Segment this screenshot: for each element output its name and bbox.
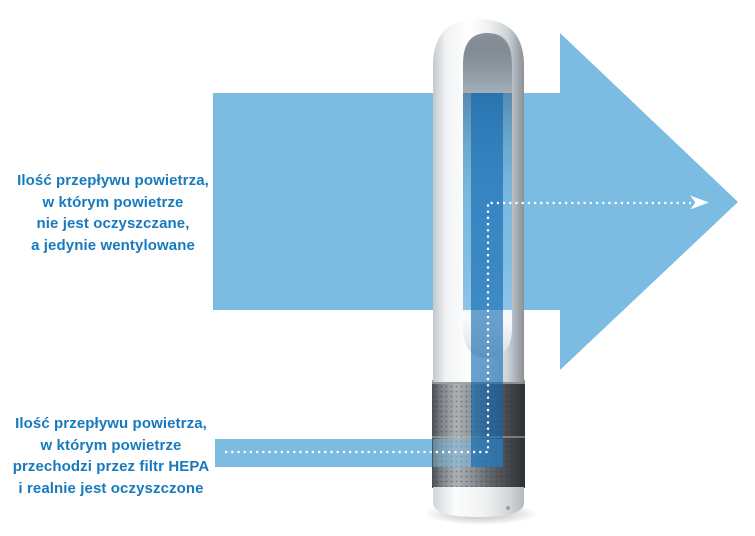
label-purified-air: Ilość przepływu powietrza, w którym powi… <box>0 413 222 499</box>
label-line: Ilość przepływu powietrza, <box>17 172 209 189</box>
label-line: a jedynie wentylowane <box>31 236 195 254</box>
device-base <box>433 487 524 517</box>
label-ventilated-air: Ilość przepływu powietrza, w którym powi… <box>2 170 224 256</box>
label-line: i realnie jest oczyszczone <box>18 479 204 497</box>
label-line: w którym powietrze <box>42 193 184 211</box>
dotted-path-arrowhead <box>690 195 709 210</box>
label-line: w którym powietrze <box>40 436 182 454</box>
airflow-dotted-path <box>225 201 691 454</box>
label-line: nie jest oczyszczane, <box>36 215 190 232</box>
label-line: Ilość przepływu powietrza, <box>15 415 207 432</box>
loop-amplifier-ring <box>433 19 524 382</box>
power-button-dot <box>506 506 510 510</box>
label-line: przechodzi przez filtr HEPA <box>12 458 210 475</box>
